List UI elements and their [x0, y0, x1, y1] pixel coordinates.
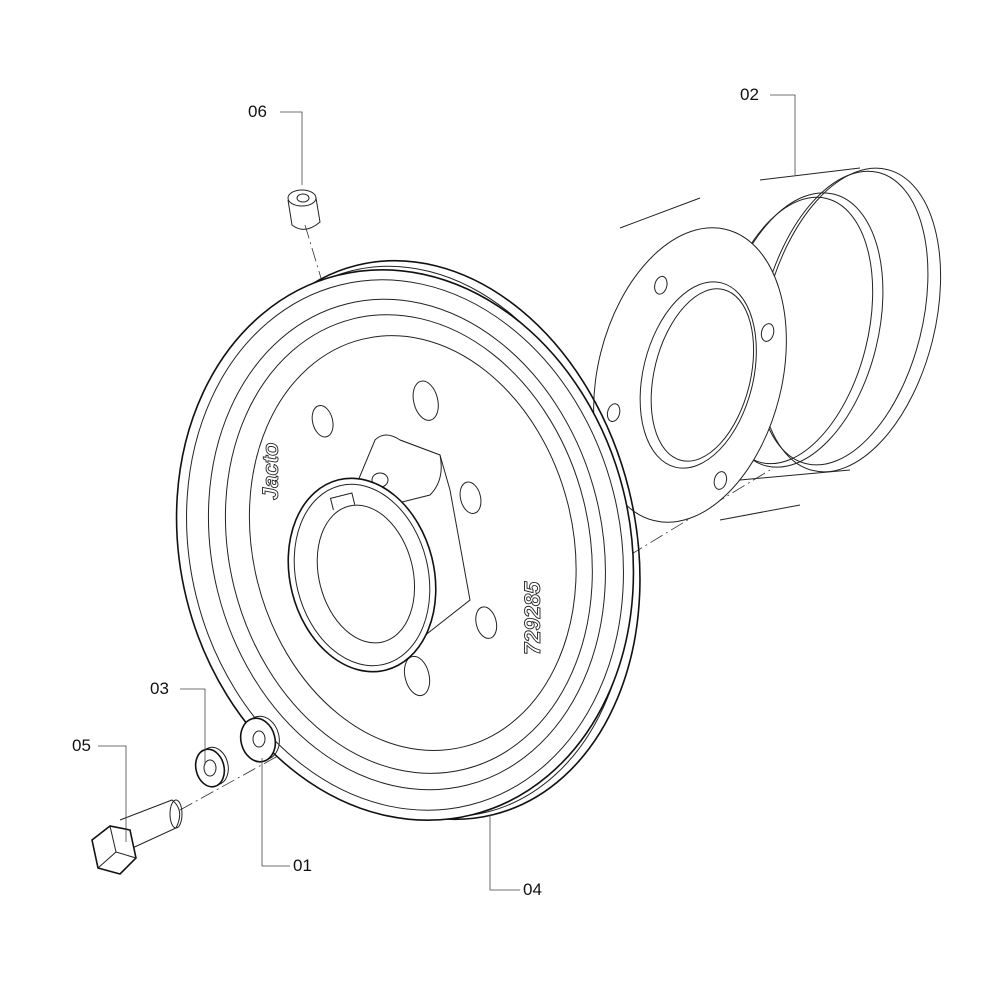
- part-06-set-screw: [287, 189, 321, 230]
- part-04-pulley: Jacto 729285: [175, 259, 641, 821]
- callout-01: 01: [293, 856, 312, 875]
- callout-02: 02: [740, 85, 759, 104]
- callout-06: 06: [248, 102, 267, 121]
- part-02-flange-pulley: [593, 167, 942, 523]
- leader-lines: [98, 94, 796, 891]
- callout-04: 04: [523, 880, 542, 899]
- part-number-engraving: 729285: [520, 581, 545, 655]
- part-03-lock-washer: [194, 746, 229, 788]
- logo-engraving: Jacto: [258, 443, 283, 500]
- callout-05: 05: [72, 736, 91, 755]
- callout-03: 03: [150, 679, 169, 698]
- part-01-washer: [239, 715, 280, 763]
- part-05-hex-bolt: [91, 799, 183, 875]
